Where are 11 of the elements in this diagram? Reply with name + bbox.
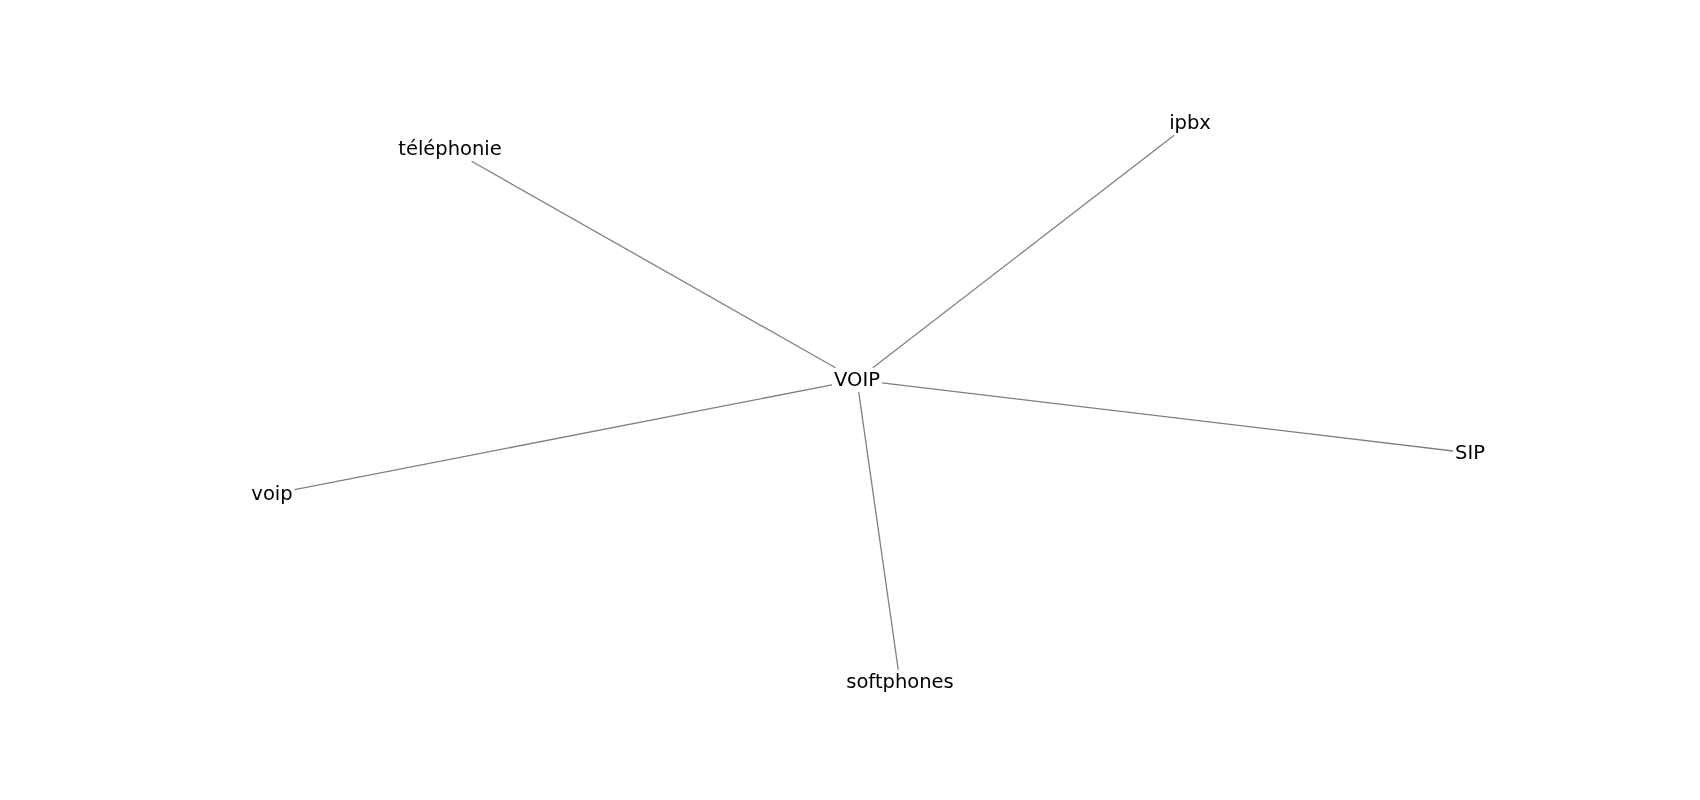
term-label: ipbx (1167, 110, 1213, 136)
connector-line (858, 391, 899, 671)
term-label: voip (249, 481, 295, 507)
term-label: SIP (1453, 440, 1487, 466)
term-label: téléphonie (396, 136, 504, 162)
connector-line (470, 160, 837, 369)
term-label: VOIP (832, 367, 882, 393)
term-label: softphones (844, 669, 956, 695)
connector-line (294, 384, 833, 491)
connector-line (872, 134, 1175, 369)
connector-line (881, 382, 1454, 452)
